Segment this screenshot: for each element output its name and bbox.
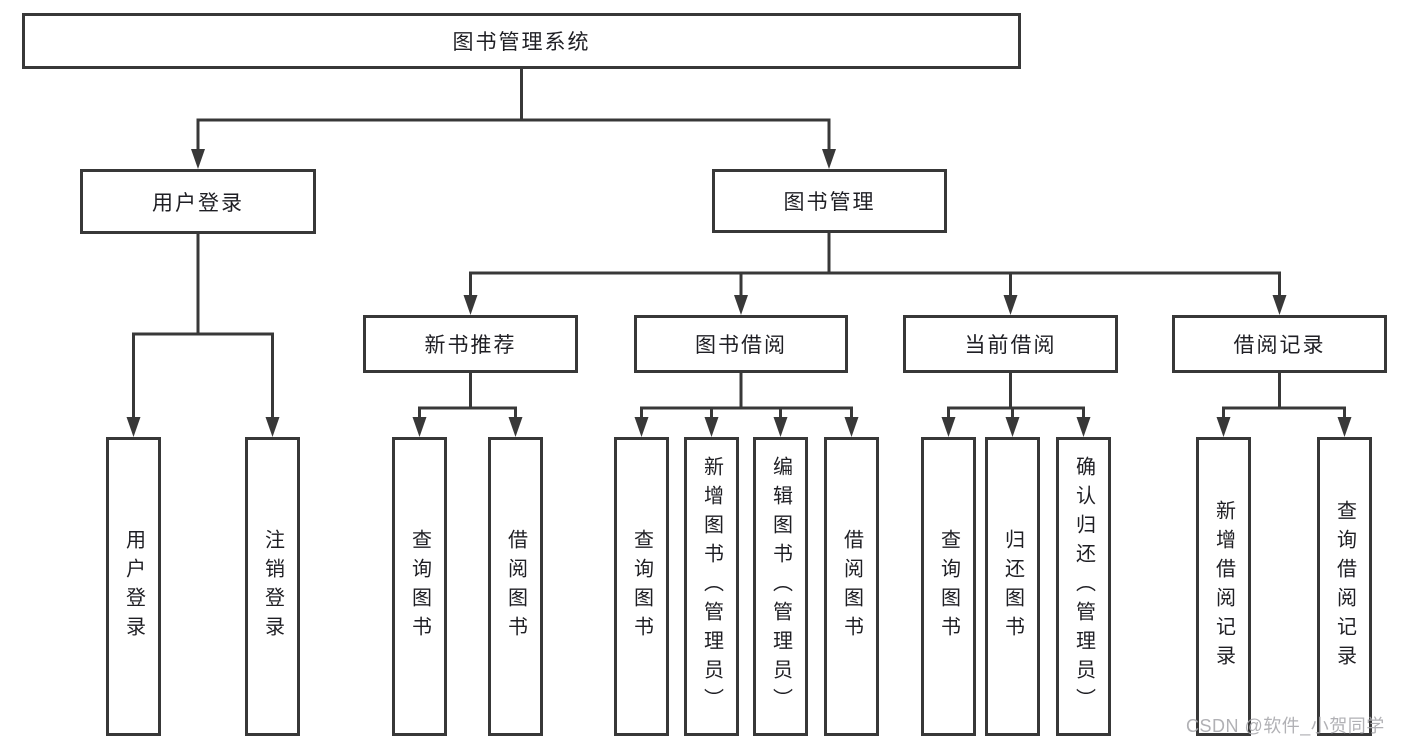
node-label: 新书推荐 <box>424 334 517 357</box>
leaf-confirm-return-admin: 确认归还（管理员） <box>1056 437 1111 736</box>
leaf-search-books-recommend: 查询图书 <box>392 437 447 736</box>
leaf-search-books-current: 查询图书 <box>921 437 976 736</box>
node-library-management-system: 图书管理系统 <box>22 13 1021 69</box>
node-book-borrowing: 图书借阅 <box>634 315 848 373</box>
node-label: 查询图书 <box>937 528 960 645</box>
node-user-login: 用户登录 <box>80 169 316 234</box>
node-label: 查询借阅记录 <box>1333 499 1356 674</box>
node-new-book-recommendation: 新书推荐 <box>363 315 578 373</box>
leaf-borrow-books-recommend: 借阅图书 <box>488 437 543 736</box>
node-book-management: 图书管理 <box>712 169 947 233</box>
node-label: 查询图书 <box>630 528 653 645</box>
leaf-edit-book-admin: 编辑图书（管理员） <box>753 437 808 736</box>
leaf-logout: 注销登录 <box>245 437 300 736</box>
node-label: 归还图书 <box>1001 528 1024 645</box>
leaf-borrow-books: 借阅图书 <box>824 437 879 736</box>
node-label: 编辑图书（管理员） <box>769 456 792 717</box>
node-label: 用户登录 <box>152 191 244 215</box>
node-current-borrowing: 当前借阅 <box>903 315 1118 373</box>
node-borrowing-records: 借阅记录 <box>1172 315 1387 373</box>
node-label: 查询图书 <box>408 528 431 645</box>
node-label: 新增借阅记录 <box>1212 499 1235 674</box>
node-label: 借阅图书 <box>840 528 863 645</box>
leaf-add-book-admin: 新增图书（管理员） <box>684 437 739 736</box>
node-label: 当前借阅 <box>964 334 1057 357</box>
node-label: 确认归还（管理员） <box>1072 456 1095 717</box>
node-label: 注销登录 <box>261 528 284 645</box>
csdn-watermark: CSDN @软件_小贺同学 <box>1186 716 1385 736</box>
node-label: 用户登录 <box>122 528 145 645</box>
node-label: 图书管理 <box>783 191 876 214</box>
leaf-user-login: 用户登录 <box>106 437 161 736</box>
leaf-search-borrow-record: 查询借阅记录 <box>1317 437 1372 736</box>
node-label: 借阅图书 <box>504 528 527 645</box>
node-label: 新增图书（管理员） <box>700 456 723 717</box>
node-label: 图书借阅 <box>695 334 787 357</box>
leaf-search-books-borrowing: 查询图书 <box>614 437 669 736</box>
leaf-return-books: 归还图书 <box>985 437 1040 736</box>
leaf-add-borrow-record: 新增借阅记录 <box>1196 437 1251 736</box>
node-label: 图书管理系统 <box>452 31 591 54</box>
node-label: 借阅记录 <box>1233 334 1326 357</box>
